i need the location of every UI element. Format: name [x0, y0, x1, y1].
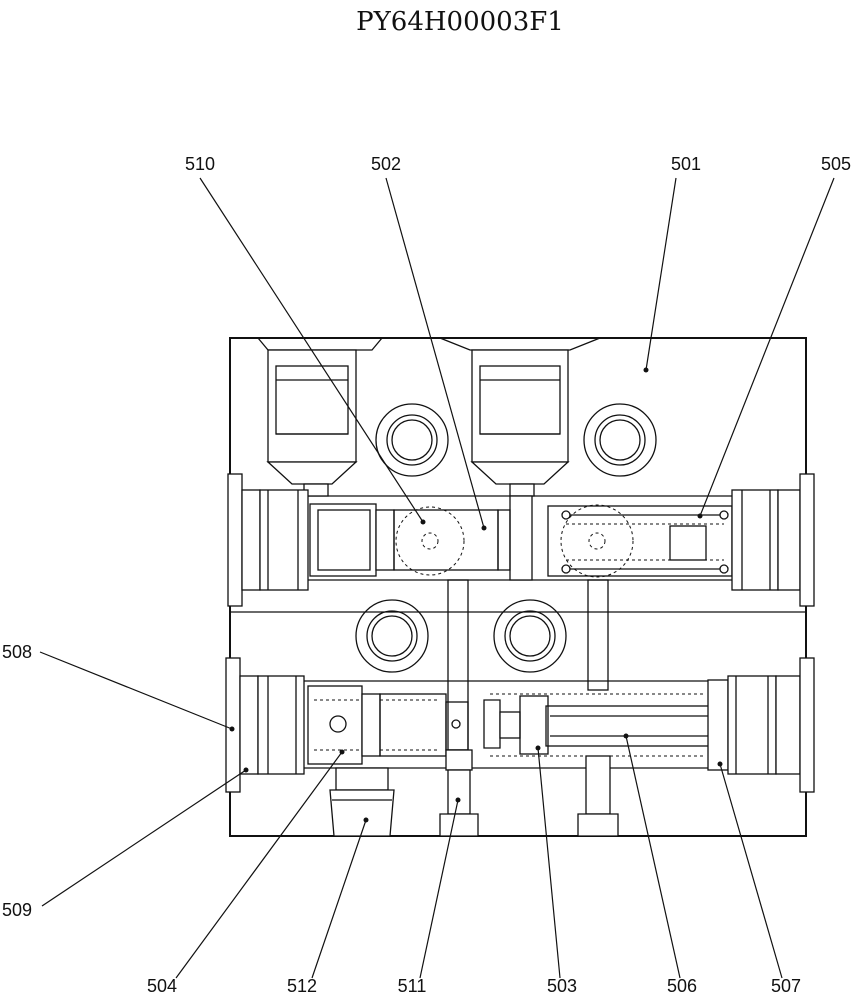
callout-510: 510 — [185, 154, 215, 174]
callout-505: 505 — [821, 154, 851, 174]
callout-508: 508 — [2, 642, 32, 662]
callout-512: 512 — [287, 976, 317, 996]
bottom-plug-right — [577, 755, 619, 837]
upper-round-port-1 — [375, 403, 449, 477]
part-number-title: PY64H00003F1 — [356, 7, 564, 37]
bottom-plug-511 — [439, 749, 479, 837]
upper-bore — [227, 473, 815, 607]
callout-511: 511 — [398, 976, 427, 996]
callout-507: 507 — [771, 976, 801, 996]
top-port-right — [439, 337, 601, 497]
callout-506: 506 — [667, 976, 697, 996]
callout-509: 509 — [2, 900, 32, 920]
upper-round-port-2 — [583, 403, 657, 477]
callout-504: 504 — [147, 976, 177, 996]
callout-502: 502 — [371, 154, 401, 174]
callout-501: 501 — [671, 154, 701, 174]
top-port-left — [257, 337, 383, 497]
vertical-passages — [447, 579, 609, 751]
lower-bore — [225, 657, 815, 793]
lower-round-port-1 — [355, 599, 429, 673]
lower-round-port-2 — [493, 599, 567, 673]
leader-lines — [39, 177, 835, 979]
bottom-plug-512 — [329, 767, 395, 837]
callout-503: 503 — [547, 976, 577, 996]
callout-labels: 510 502 501 505 508 509 504 512 511 503 … — [2, 154, 851, 996]
